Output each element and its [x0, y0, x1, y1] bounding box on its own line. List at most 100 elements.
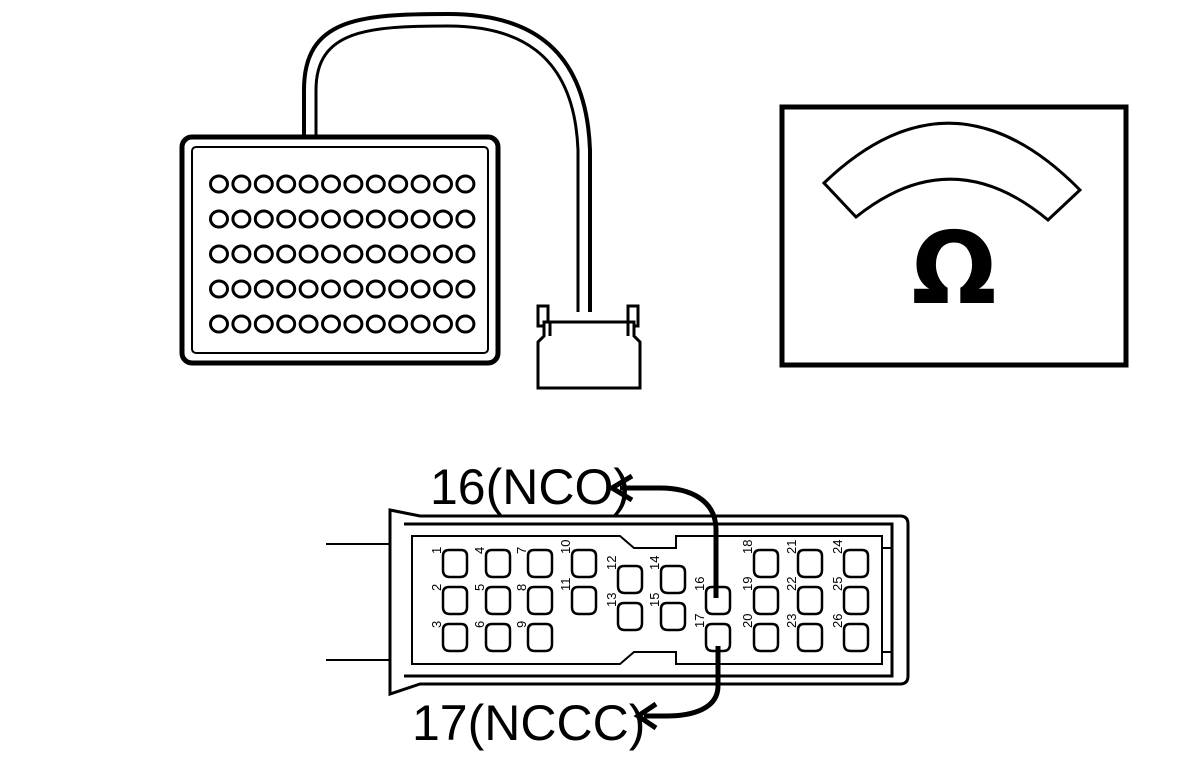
breakout-box-hole: [276, 209, 297, 229]
breakout-box-hole: [343, 314, 364, 334]
pin-number: 4: [472, 547, 487, 554]
breakout-box-hole: [455, 209, 476, 229]
pin-cavity: [704, 585, 732, 616]
breakout-box-holes: [209, 174, 476, 334]
pin-16-label: 16(NCO): [430, 459, 631, 515]
breakout-box-hole: [298, 209, 319, 229]
breakout-box-hole: [321, 174, 341, 194]
pin-cavity: [704, 622, 732, 653]
breakout-box-hole: [410, 314, 431, 334]
breakout-box-hole: [276, 174, 297, 194]
breakout-box-hole: [410, 174, 431, 194]
pin-number: 26: [830, 614, 845, 628]
breakout-box-hole: [253, 279, 274, 299]
breakout-box-hole: [433, 174, 453, 194]
breakout-box-hole: [410, 244, 431, 264]
breakout-box-hole: [276, 314, 297, 334]
pin-cavity: [752, 585, 780, 616]
breakout-box-hole: [298, 279, 319, 299]
breakout-box-hole: [433, 279, 453, 299]
breakout-box-hole: [388, 174, 409, 194]
pin-number: 25: [830, 577, 845, 591]
breakout-box-hole: [253, 209, 274, 229]
pin-cavity: [441, 585, 469, 616]
breakout-box-hole: [253, 314, 274, 334]
breakout-box-hole: [231, 314, 252, 334]
pin-17-label: 17(NCCC): [412, 695, 646, 751]
pin-number: 12: [604, 556, 619, 570]
pin-number: 9: [514, 621, 529, 628]
breakout-box-hole: [343, 174, 364, 194]
breakout-box-hole: [433, 314, 453, 334]
pin-cavity: [796, 585, 824, 616]
breakout-box-hole: [253, 244, 274, 264]
pin-cavity: [659, 601, 687, 632]
breakout-box-hole: [209, 314, 229, 334]
pin-number: 6: [472, 621, 487, 628]
pin-cavity: [441, 548, 469, 579]
jumper-arrow-16-head: [607, 473, 634, 503]
breakout-box-hole: [231, 279, 252, 299]
pin-number: 21: [784, 540, 799, 554]
pin-number: 16: [692, 577, 707, 591]
breakout-box-hole: [455, 279, 476, 299]
breakout-box-hole: [433, 209, 453, 229]
breakout-box-hole: [231, 209, 252, 229]
breakout-box-hole: [433, 244, 453, 264]
breakout-box-hole: [410, 279, 431, 299]
pin-number: 20: [740, 614, 755, 628]
breakout-box-hole: [321, 209, 341, 229]
pin-cavity: [526, 622, 554, 653]
breakout-box-hole: [365, 174, 386, 194]
pin-number: 22: [784, 577, 799, 591]
pin-cavity: [842, 585, 870, 616]
breakout-box-hole: [298, 174, 319, 194]
pin-cavity: [526, 548, 554, 579]
breakout-box-hole: [388, 209, 409, 229]
breakout-box-hole: [343, 244, 364, 264]
pin-number: 5: [472, 584, 487, 591]
ohm-symbol: Ω: [911, 210, 996, 327]
breakout-box-hole: [321, 279, 341, 299]
pin-number: 7: [514, 547, 529, 554]
breakout-box-hole: [253, 174, 274, 194]
breakout-box-hole: [455, 174, 476, 194]
pin-cavity: [659, 564, 687, 595]
pin-cavity: [570, 585, 598, 616]
pin-number: 13: [604, 593, 619, 607]
tester-cable-inner: [314, 24, 580, 312]
pin-cavity: [484, 585, 512, 616]
pin-cavity: [441, 622, 469, 653]
breakout-box-hole: [343, 209, 364, 229]
breakout-box-hole: [321, 244, 341, 264]
pin-number: 1: [429, 547, 444, 554]
breakout-box-hole: [209, 209, 229, 229]
jumper-arrow-17-head: [633, 701, 658, 731]
tester-cable: [302, 11, 592, 312]
pin-number: 8: [514, 584, 529, 591]
pin-number: 15: [647, 593, 662, 607]
breakout-box-hole: [455, 314, 476, 334]
breakout-box-hole: [209, 244, 229, 264]
pin-number: 3: [429, 621, 444, 628]
breakout-box-hole: [410, 209, 431, 229]
breakout-box-hole: [231, 244, 252, 264]
pin-cavity: [484, 548, 512, 579]
breakout-box-hole: [388, 279, 409, 299]
connector-pins: 1234567891011121314151617181920212223242…: [429, 540, 870, 653]
pin-number: 24: [830, 540, 845, 554]
breakout-box-hole: [343, 279, 364, 299]
breakout-box-hole: [365, 314, 386, 334]
pin-cavity: [796, 622, 824, 653]
breakout-box-hole: [321, 314, 341, 334]
pin-cavity: [842, 548, 870, 579]
breakout-box-hole: [388, 244, 409, 264]
breakout-box-hole: [298, 244, 319, 264]
meter-scale-arc: [821, 121, 1083, 223]
breakout-box-hole: [388, 314, 409, 334]
pin-cavity: [484, 622, 512, 653]
breakout-box-hole: [365, 279, 386, 299]
ohmmeter: Ω: [779, 104, 1129, 368]
breakout-box-hole: [276, 279, 297, 299]
